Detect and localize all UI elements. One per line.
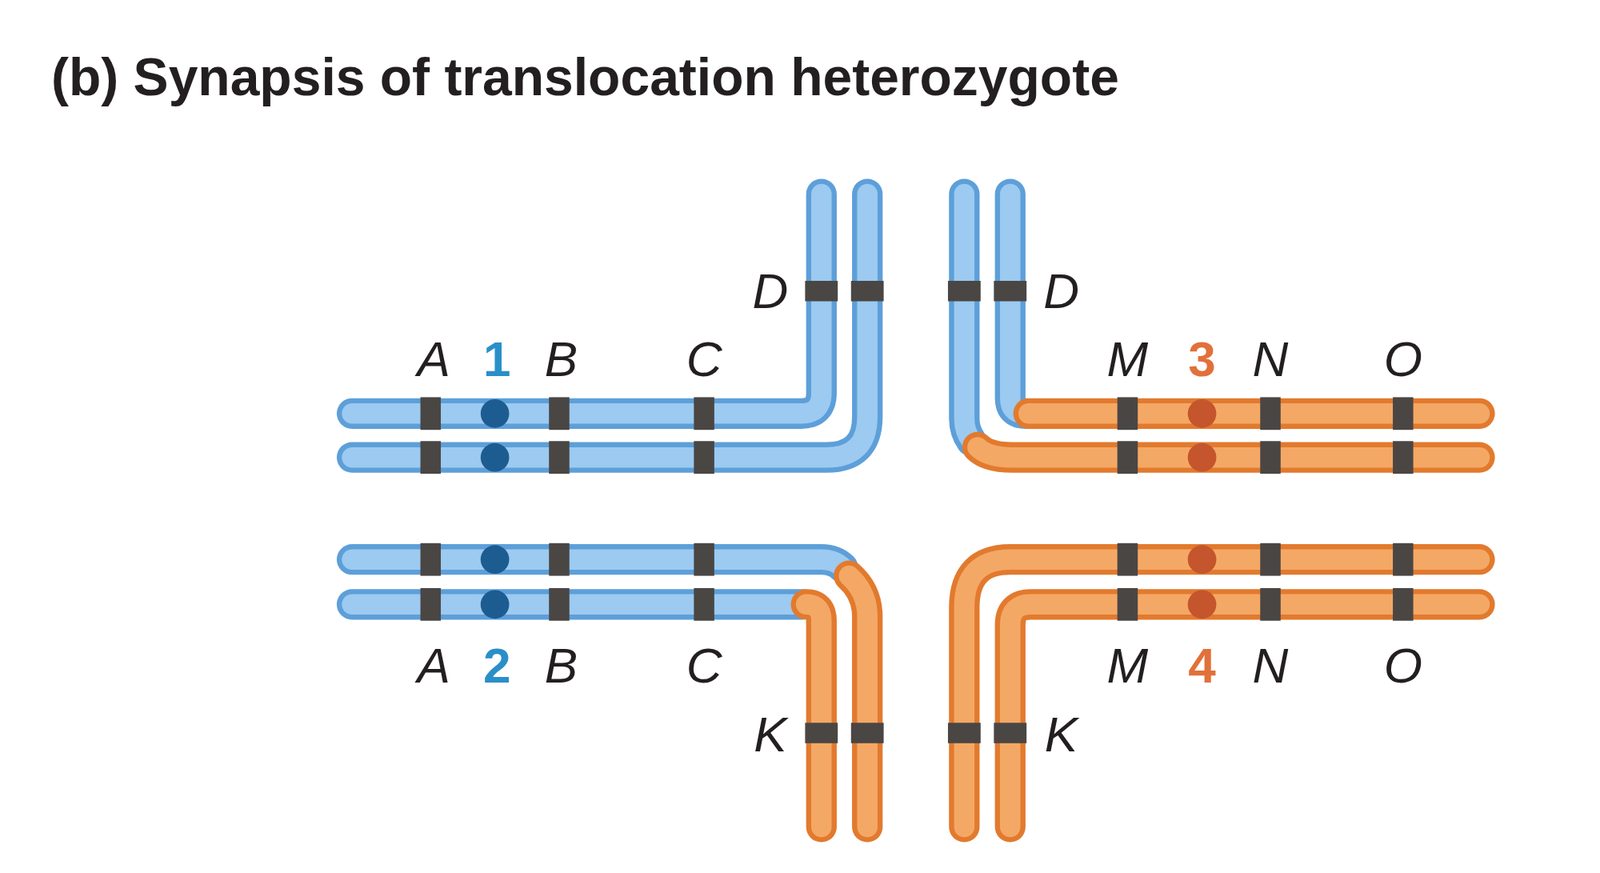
gene-band	[548, 588, 570, 621]
gene-band	[1392, 543, 1414, 576]
centromere-number: 2	[483, 640, 511, 691]
gene-label: C	[686, 334, 723, 384]
gene-band	[420, 543, 442, 576]
gene-band	[1392, 440, 1414, 474]
gene-band	[693, 396, 715, 430]
gene-label: B	[544, 640, 578, 691]
gene-band	[1117, 588, 1139, 621]
gene-band	[420, 440, 442, 474]
gene-label: C	[686, 640, 723, 691]
centromere	[480, 443, 510, 472]
gene-band	[1260, 588, 1281, 621]
gene-label: A	[416, 640, 450, 691]
centromere-number: 3	[1188, 334, 1216, 384]
gene-label: D	[1043, 266, 1080, 316]
gene-label: A	[416, 334, 450, 384]
centromeres	[480, 399, 1217, 619]
gene-band	[693, 440, 715, 474]
gene-label: D	[752, 266, 789, 316]
centromere	[1188, 399, 1217, 428]
centromere	[1188, 443, 1217, 472]
gene-band	[548, 543, 570, 576]
gene-band	[1392, 588, 1414, 621]
centromere-number: 4	[1188, 640, 1216, 691]
chromatid	[352, 559, 868, 827]
centromere	[480, 544, 510, 574]
gene-label: O	[1384, 334, 1423, 384]
gene-band	[1117, 543, 1139, 576]
gene-band	[1117, 396, 1139, 430]
centromere	[480, 399, 510, 428]
centromere	[1188, 589, 1217, 619]
gene-band	[1260, 543, 1281, 576]
gene-band	[1260, 396, 1281, 430]
figure-title: (b) Synapsis of translocation heterozygo…	[51, 46, 1120, 108]
gene-band	[1392, 396, 1414, 430]
gene-band	[420, 396, 442, 430]
gene-band	[1117, 440, 1139, 474]
chromatid	[352, 194, 868, 458]
chromatid	[964, 559, 1480, 827]
gene-label: B	[544, 334, 578, 384]
gene-band	[548, 440, 570, 474]
centromere-number: 1	[483, 334, 511, 384]
centromere	[1188, 544, 1217, 574]
gene-label: N	[1252, 640, 1289, 691]
gene-band	[548, 396, 570, 430]
gene-label: M	[1107, 334, 1149, 384]
gene-label: M	[1107, 640, 1149, 691]
chromatid	[964, 194, 1480, 458]
gene-bands	[420, 280, 1414, 744]
gene-label: K	[1044, 709, 1078, 760]
gene-band	[420, 588, 442, 621]
gene-band	[693, 543, 715, 576]
gene-band	[693, 588, 715, 621]
gene-label: N	[1252, 334, 1289, 384]
centromere	[480, 589, 510, 619]
gene-label: O	[1384, 640, 1423, 691]
gene-label: K	[753, 709, 787, 760]
gene-band	[1260, 440, 1281, 474]
